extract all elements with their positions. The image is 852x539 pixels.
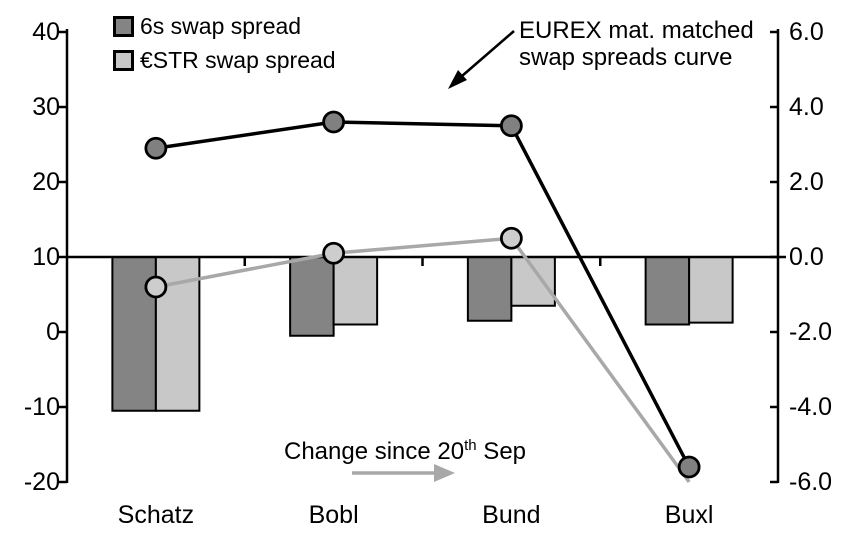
right-axis-tick-label: 6.0 <box>789 18 824 46</box>
curve-annotation-line1: EUREX mat. matched <box>519 17 754 44</box>
marker-estr-schatz <box>144 275 168 299</box>
left-axis-tick-label: 20 <box>32 168 60 196</box>
right-axis-tick-label: -6.0 <box>789 468 833 496</box>
line-6s-curve <box>155 120 691 468</box>
right-axis-tick-label: 0.0 <box>789 243 824 271</box>
change-annotation: Change since 20th Sep <box>270 437 540 466</box>
x-axis-category-label: Bobl <box>308 501 359 529</box>
marker-6s-buxl <box>677 455 701 479</box>
change-annotation-text: Change since 20 <box>283 438 465 465</box>
x-axis-category-label: Buxl <box>664 501 714 529</box>
legend-label-6s: 6s swap spread <box>140 12 302 39</box>
legend-item-estr: €STR swap spread <box>113 43 336 77</box>
bar-estr-bund <box>510 256 556 307</box>
marker-6s-schatz <box>144 136 168 160</box>
x-axis-category-label: Schatz <box>117 501 195 529</box>
marker-estr-bobl <box>322 241 346 265</box>
legend-label-estr: €STR swap spread <box>140 46 336 73</box>
curve-annotation: EUREX mat. matched swap spreads curve <box>519 17 754 71</box>
curve-annotation-line2: swap spreads curve <box>519 44 733 71</box>
curve-annotation-arrowhead-icon <box>448 70 467 89</box>
legend-swatch-estr <box>113 49 134 71</box>
legend-item-6s: 6s swap spread <box>113 9 336 43</box>
right-axis-tick-label: -4.0 <box>789 393 833 421</box>
marker-6s-bund <box>499 114 523 138</box>
left-axis-tick-label: 40 <box>32 18 60 46</box>
change-annotation-suffix: Sep <box>476 438 527 465</box>
change-annotation-superscript: th <box>464 437 477 454</box>
line-estr-curve <box>155 236 691 484</box>
left-axis-tick-label: -20 <box>23 468 60 496</box>
bar-estr-buxl <box>688 256 734 324</box>
right-axis-tick-label: 2.0 <box>789 168 824 196</box>
left-axis-tick-label: 10 <box>32 243 60 271</box>
change-annotation-arrowhead-icon <box>434 464 455 482</box>
right-axis-tick-label: 4.0 <box>789 93 824 121</box>
legend-swatch-6s <box>113 15 134 37</box>
left-axis-tick-label: 0 <box>46 318 60 346</box>
marker-estr-bund <box>499 226 523 250</box>
left-axis-tick-label: 30 <box>32 93 60 121</box>
curve-annotation-arrow-line <box>461 30 515 77</box>
left-axis-tick-label: -10 <box>23 393 60 421</box>
marker-6s-bobl <box>322 110 346 134</box>
chart-legend: 6s swap spread €STR swap spread <box>113 9 336 77</box>
bar-6s-buxl <box>644 256 691 326</box>
bar-6s-bund <box>466 256 513 322</box>
bar-estr-bobl <box>332 256 379 326</box>
x-axis-category-label: Bund <box>482 501 541 529</box>
bar-6s-bobl <box>289 256 335 337</box>
right-axis-tick-label: -2.0 <box>789 318 833 346</box>
